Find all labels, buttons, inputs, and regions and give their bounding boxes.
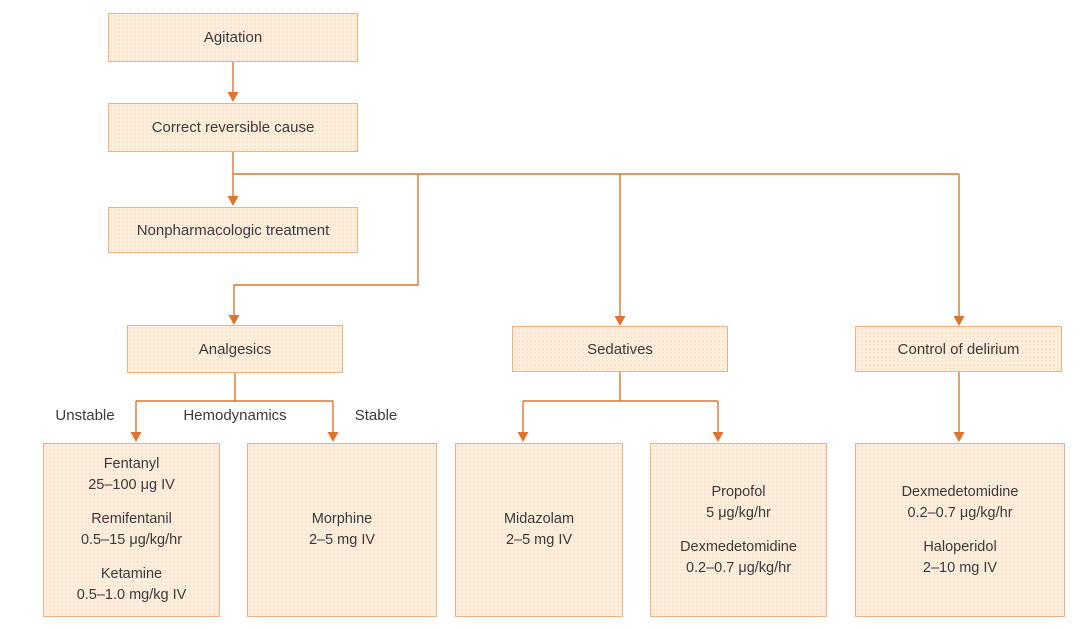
drug-dose: 5 μg/kg/hr — [706, 504, 771, 521]
node-agitation: Agitation — [108, 13, 358, 62]
branch-label-stable: Stable — [354, 407, 398, 424]
drug-name: Haloperidol — [923, 538, 997, 555]
drug-entry: Midazolam 2–5 mg IV — [504, 509, 574, 551]
node-correct-reversible-cause: Correct reversible cause — [108, 103, 358, 152]
drug-name: Propofol — [711, 483, 766, 500]
drug-box-analgesics-stable: Morphine 2–5 mg IV — [247, 443, 437, 617]
drug-entry: Morphine 2–5 mg IV — [309, 509, 375, 551]
drug-entry: Dexmedetomidine 0.2–0.7 μg/kg/hr — [902, 482, 1019, 524]
node-sedatives: Sedatives — [512, 326, 728, 372]
node-nonpharmacologic-treatment: Nonpharmacologic treatment — [108, 207, 358, 253]
drug-entry: Fentanyl 25–100 μg IV — [88, 454, 175, 496]
node-analgesics: Analgesics — [127, 325, 343, 373]
node-control-of-delirium-label: Control of delirium — [897, 340, 1020, 358]
drug-box-sedatives-midazolam: Midazolam 2–5 mg IV — [455, 443, 623, 617]
drug-dose: 0.2–0.7 μg/kg/hr — [907, 504, 1013, 521]
branch-label-unstable: Unstable — [55, 407, 115, 424]
drug-name: Dexmedetomidine — [901, 483, 1019, 500]
drug-box-sedatives-propofol-dexmedetomidine: Propofol 5 μg/kg/hr Dexmedetomidine 0.2–… — [650, 443, 827, 617]
drug-name: Midazolam — [503, 511, 575, 527]
branch-label-hemodynamics: Hemodynamics — [183, 407, 287, 424]
drug-name: Fentanyl — [103, 456, 160, 472]
drug-dose: 25–100 μg IV — [88, 477, 175, 493]
node-sedatives-label: Sedatives — [587, 340, 653, 358]
drug-entry: Remifentanil 0.5–15 μg/kg/hr — [81, 509, 182, 551]
drug-entry: Haloperidol 2–10 mg IV — [923, 537, 997, 579]
drug-entry: Ketamine 0.5–1.0 mg/kg IV — [77, 564, 187, 606]
node-control-of-delirium: Control of delirium — [855, 326, 1062, 372]
node-correct-reversible-cause-label: Correct reversible cause — [151, 119, 315, 136]
drug-name: Remifentanil — [91, 511, 172, 527]
drug-entry: Propofol 5 μg/kg/hr — [706, 482, 771, 524]
drug-name: Morphine — [311, 511, 373, 527]
drug-dose: 2–5 mg IV — [308, 532, 376, 548]
drug-box-delirium-drugs: Dexmedetomidine 0.2–0.7 μg/kg/hr Haloper… — [855, 443, 1065, 617]
drug-box-analgesics-unstable: Fentanyl 25–100 μg IV Remifentanil 0.5–1… — [43, 443, 220, 617]
node-analgesics-label: Analgesics — [198, 340, 272, 358]
drug-dose: 0.5–15 μg/kg/hr — [80, 532, 183, 548]
drug-dose: 2–5 mg IV — [505, 532, 573, 548]
drug-dose: 2–10 mg IV — [922, 559, 998, 576]
drug-name: Dexmedetomidine — [680, 538, 797, 555]
drug-dose: 0.2–0.7 μg/kg/hr — [685, 559, 792, 576]
node-agitation-label: Agitation — [203, 29, 263, 46]
node-nonpharmacologic-treatment-label: Nonpharmacologic treatment — [136, 221, 330, 239]
drug-name: Ketamine — [100, 566, 163, 582]
drug-dose: 0.5–1.0 mg/kg IV — [76, 587, 187, 603]
drug-entry: Dexmedetomidine 0.2–0.7 μg/kg/hr — [680, 537, 797, 579]
